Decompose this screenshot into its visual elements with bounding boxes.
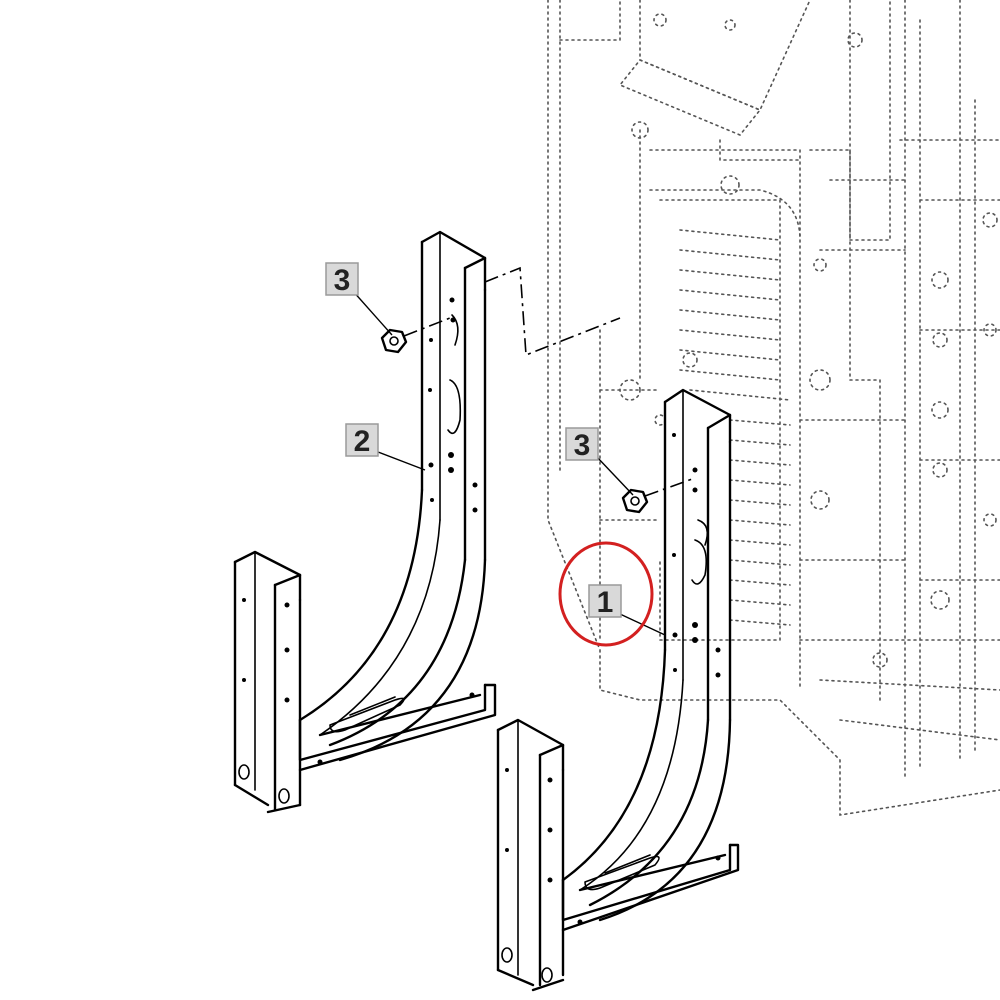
callout-3-upper-label: 3 xyxy=(334,264,351,297)
callout-2-box xyxy=(345,423,379,457)
callout-2-label: 2 xyxy=(354,425,371,458)
callout-3-upper: 3 xyxy=(325,262,359,297)
callout-3-lower: 3 xyxy=(565,427,599,462)
callout-3-lower-label: 3 xyxy=(574,429,591,462)
callout-1-box xyxy=(588,584,622,618)
background-frame-assembly xyxy=(547,0,1000,816)
grille-pattern xyxy=(679,229,791,626)
leader-line-3-lower xyxy=(595,455,634,496)
bracket-part-2 xyxy=(233,230,497,814)
nut-part-3-upper xyxy=(380,317,451,354)
callout-1: 1 xyxy=(588,584,622,619)
callout-3-lower-box xyxy=(565,427,599,461)
callout-1-label: 1 xyxy=(597,586,614,619)
callout-2: 2 xyxy=(345,423,379,458)
leader-line-3-upper xyxy=(351,289,393,336)
leader-line-2 xyxy=(377,451,426,471)
nut-part-3-lower xyxy=(621,477,696,514)
bracket-part-1 xyxy=(496,388,740,992)
frame-holes xyxy=(619,13,998,668)
callout-3-upper-box xyxy=(325,262,359,296)
highlight-circle xyxy=(558,541,654,647)
mounting-alignment-line xyxy=(484,266,621,357)
